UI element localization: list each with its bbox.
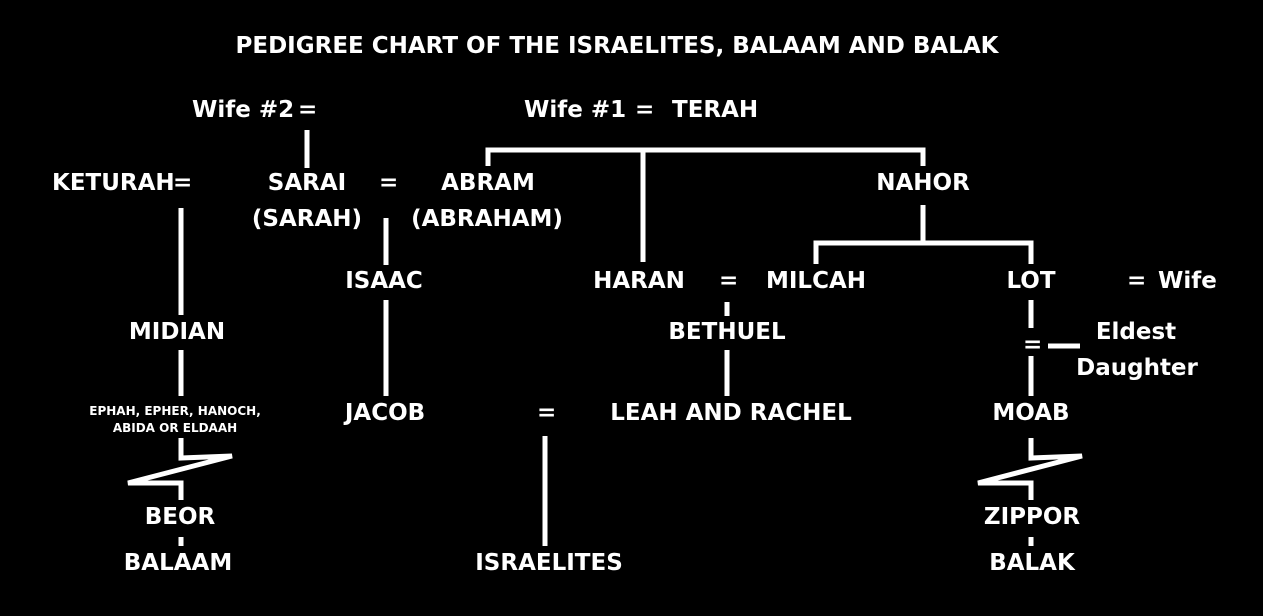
abram-label: ABRAM [441,170,535,196]
zigzag-moab-zippor [977,438,1083,500]
midian-sons-line1: EPHAH, EPHER, HANOCH, [89,404,261,418]
marriage-symbol: = [173,170,193,196]
haran-label: HARAN [593,268,685,294]
balaam-label: BALAAM [123,550,233,576]
abraham-label: (ABRAHAM) [411,206,563,232]
beor-label: BEOR [144,504,216,530]
lot-wife-label: Wife [1158,268,1217,294]
jacob-label: JACOB [344,400,426,426]
zigzag-midian-beor [127,438,233,500]
isaac-label: ISAAC [345,268,423,294]
line-terah-children [485,147,926,166]
midian-sons-line2: ABIDA OR ELDAAH [112,421,238,435]
lot-label: LOT [1006,268,1056,294]
marriage-symbol: = [537,400,557,426]
daughter-label: Daughter [1076,355,1198,381]
bethuel-label: BETHUEL [668,319,786,345]
nahor-label: NAHOR [876,170,970,196]
wife1-label: Wife #1 [524,97,627,123]
moab-label: MOAB [992,400,1070,426]
marriage-symbol: = [719,268,739,294]
marriage-symbol: = [1127,268,1147,294]
marriage-symbol: = [298,97,318,123]
marriage-symbol: = [1023,332,1043,358]
milcah-label: MILCAH [765,268,867,294]
line-nahor-lot [923,240,1034,264]
marriage-symbol: = [379,170,399,196]
line-nahor-children [813,205,926,264]
page-title: PEDIGREE CHART OF THE ISRAELITES, BALAAM… [235,33,999,59]
marriage-symbol: = [635,97,655,123]
terah-label: TERAH [672,97,759,123]
zippor-label: ZIPPOR [983,504,1081,530]
keturah-label: KETURAH [52,170,175,196]
balak-label: BALAK [989,550,1075,576]
sarai-label: SARAI [267,170,347,196]
israelites-label: ISRAELITES [475,550,623,576]
eldest-label: Eldest [1095,319,1177,345]
sarah-label: (SARAH) [251,206,363,232]
leah-rachel-label: LEAH AND RACHEL [610,400,852,426]
wife2-label: Wife #2 [192,97,295,123]
midian-label: MIDIAN [128,319,226,345]
